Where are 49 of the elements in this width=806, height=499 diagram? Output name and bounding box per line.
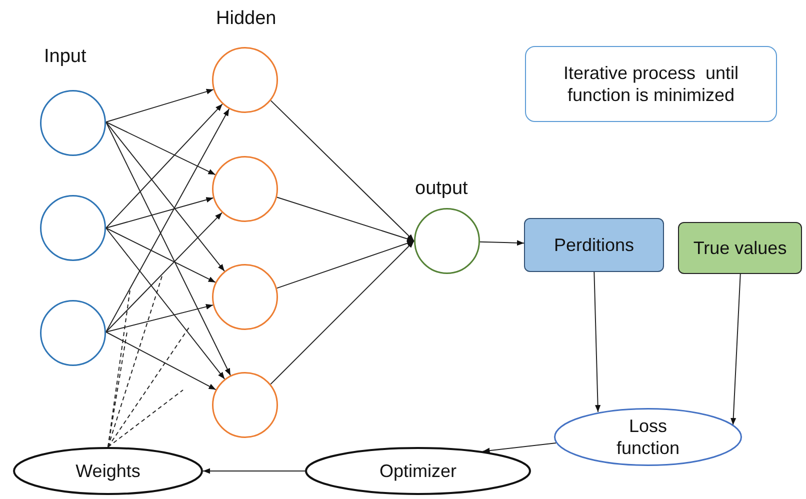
arrow bbox=[482, 442, 556, 454]
arrow bbox=[730, 274, 741, 426]
arrow bbox=[202, 468, 306, 474]
neuron-circle bbox=[212, 47, 278, 113]
arrow bbox=[106, 304, 214, 332]
arrow bbox=[106, 108, 230, 332]
node-caption: output bbox=[415, 178, 468, 200]
node-label: Perditions bbox=[554, 234, 634, 256]
process-box bbox=[524, 218, 664, 272]
neuron-circle bbox=[40, 300, 106, 366]
note-box bbox=[525, 46, 777, 122]
neuron-circle bbox=[414, 208, 480, 274]
arrow bbox=[594, 272, 601, 412]
dashed-line bbox=[108, 332, 128, 448]
node-label: Weights bbox=[76, 460, 140, 482]
neuron-circle bbox=[40, 90, 106, 156]
node-label: Iterative process until function is minimized bbox=[562, 62, 740, 106]
arrow bbox=[106, 104, 223, 228]
ellipse-node bbox=[554, 408, 742, 466]
neuron-circle bbox=[212, 156, 278, 222]
arrow bbox=[106, 212, 222, 332]
arrow bbox=[106, 228, 226, 380]
arrow bbox=[276, 240, 414, 289]
arrow bbox=[106, 197, 214, 228]
node-label: Loss function bbox=[615, 414, 681, 460]
layer-label: Hidden bbox=[216, 8, 276, 30]
arrow bbox=[270, 100, 414, 242]
arrow bbox=[276, 196, 414, 242]
arrow bbox=[480, 240, 524, 246]
ellipse-node bbox=[305, 447, 531, 495]
neuron-circle bbox=[40, 195, 106, 261]
layer-label: Input bbox=[44, 46, 86, 68]
node-label: True values bbox=[693, 236, 787, 260]
arrow bbox=[106, 228, 216, 283]
neuron-circle bbox=[212, 372, 278, 438]
arrow bbox=[106, 122, 216, 176]
dashed-line bbox=[108, 390, 184, 448]
arrow bbox=[106, 122, 231, 376]
process-box bbox=[678, 222, 802, 274]
neuron-circle bbox=[212, 264, 278, 330]
arrow bbox=[106, 332, 216, 390]
dashed-line bbox=[108, 290, 130, 448]
ellipse-node bbox=[13, 447, 203, 495]
dashed-line bbox=[108, 326, 190, 448]
node-label: Optimizer bbox=[379, 460, 456, 482]
arrow bbox=[106, 88, 214, 122]
dashed-line bbox=[108, 272, 164, 448]
arrow bbox=[270, 240, 414, 385]
arrow bbox=[106, 122, 225, 272]
